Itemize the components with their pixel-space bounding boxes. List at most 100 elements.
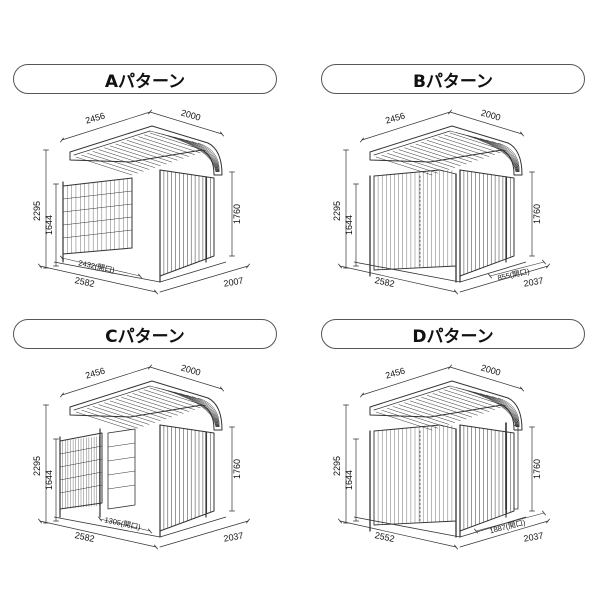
roof-outline — [69, 125, 223, 176]
dimension-tick — [542, 259, 546, 265]
dimension-tick — [246, 518, 250, 524]
dimension-line-width-bottom — [339, 265, 457, 293]
roof-slat — [98, 149, 156, 168]
dim-depth-top: 2000 — [180, 363, 202, 378]
roof-arc — [185, 139, 219, 173]
dimension-line-opening — [489, 261, 545, 277]
dim-depth-bottom: 2037 — [523, 530, 544, 543]
dimension-tick — [60, 392, 64, 398]
roof-slat — [126, 395, 184, 414]
roof-slat — [92, 406, 150, 425]
roof-arc — [485, 394, 519, 428]
roof-slat — [444, 389, 501, 409]
dimension-tick — [220, 386, 224, 392]
dimension-line-opening — [475, 512, 545, 532]
ground-line — [53, 516, 227, 538]
dimension-tick — [360, 137, 364, 143]
dimension-line-width-top — [61, 111, 151, 141]
dimension-tick — [220, 131, 224, 137]
dim-depth-top: 2000 — [480, 108, 502, 123]
dimension-tick — [488, 273, 492, 279]
dim-depth-top: 2000 — [480, 363, 502, 378]
roof-slat — [81, 154, 138, 174]
dim-width-top: 2456 — [84, 366, 106, 381]
dimension-tick — [246, 263, 250, 269]
roof-slat — [426, 395, 484, 414]
dim-height-total: 2295 — [332, 201, 342, 221]
inner-panel-rail — [107, 470, 136, 476]
roof-slat — [392, 406, 450, 425]
dim-width-top: 2456 — [84, 111, 106, 126]
dim-width-bottom: 2582 — [74, 530, 96, 544]
roof-slat — [138, 391, 195, 410]
roof-slat — [415, 143, 473, 163]
dimension-line-depth-bottom — [459, 520, 549, 548]
roof-arc — [179, 393, 219, 428]
roof-arc — [173, 136, 218, 173]
dim-width-top: 2456 — [384, 366, 406, 381]
dim-height-side: 1760 — [532, 204, 542, 224]
dimension-tick — [60, 255, 64, 261]
roof-slat — [144, 389, 201, 409]
roof-arc — [197, 142, 220, 173]
roof-slat — [104, 402, 161, 422]
dimension-tick — [360, 392, 364, 398]
dimension-line-depth-bottom — [159, 265, 249, 293]
pattern-d-title: Dパターン — [321, 319, 585, 349]
dim-height-side: 1760 — [232, 204, 242, 224]
roof-arc — [179, 138, 219, 173]
dimension-line-width-top — [61, 366, 151, 396]
roof-slat — [109, 145, 167, 165]
roof-arc — [479, 138, 519, 173]
dimension-tick — [60, 137, 64, 143]
dim-depth-bottom: 2037 — [523, 275, 544, 288]
dimension-line-opening — [61, 257, 141, 277]
roof-outline — [369, 125, 523, 176]
dimension-line-width-top — [361, 366, 451, 396]
roof-slat — [144, 134, 201, 154]
roof-slat — [438, 136, 495, 155]
dimension-line-depth-bottom — [459, 265, 549, 293]
roof-slat — [409, 145, 467, 165]
roof-arc — [473, 391, 518, 428]
dim-height-side: 1760 — [232, 459, 242, 479]
dimension-tick — [542, 510, 546, 516]
roof-slat — [81, 409, 138, 429]
dimension-tick — [520, 386, 524, 392]
roof-slat — [426, 140, 484, 159]
roof-slat — [381, 154, 438, 174]
dimension-line-depth-top — [149, 366, 223, 390]
dimension-tick — [154, 544, 158, 550]
roof-slat — [432, 138, 490, 157]
dimension-line-depth-top — [149, 111, 223, 135]
roof-slat — [104, 147, 161, 167]
roof-arc — [491, 396, 520, 428]
roof-edge — [373, 385, 451, 411]
ground-line — [353, 261, 527, 283]
dim-width-top: 2456 — [384, 111, 406, 126]
roof-slat — [392, 151, 450, 170]
dimension-line-depth-bottom — [159, 520, 249, 548]
roof-slat — [387, 408, 444, 427]
roof-slat — [75, 411, 133, 431]
roof-outline — [369, 380, 523, 431]
roof-slat — [92, 151, 150, 170]
roof-slat — [387, 153, 444, 172]
roof-slat — [115, 398, 173, 418]
dimension-tick — [546, 518, 550, 524]
dim-depth-top: 2000 — [180, 108, 202, 123]
roof-slat — [121, 396, 178, 416]
roof-slat — [98, 404, 156, 423]
roof-arc — [473, 136, 518, 173]
dimension-tick — [154, 289, 158, 295]
roof-slat — [409, 400, 467, 420]
roof-slat — [138, 136, 195, 155]
roof-slat — [415, 398, 473, 418]
roof-arc — [185, 394, 219, 428]
roof-slat — [404, 147, 461, 167]
roof-slat — [87, 408, 144, 427]
